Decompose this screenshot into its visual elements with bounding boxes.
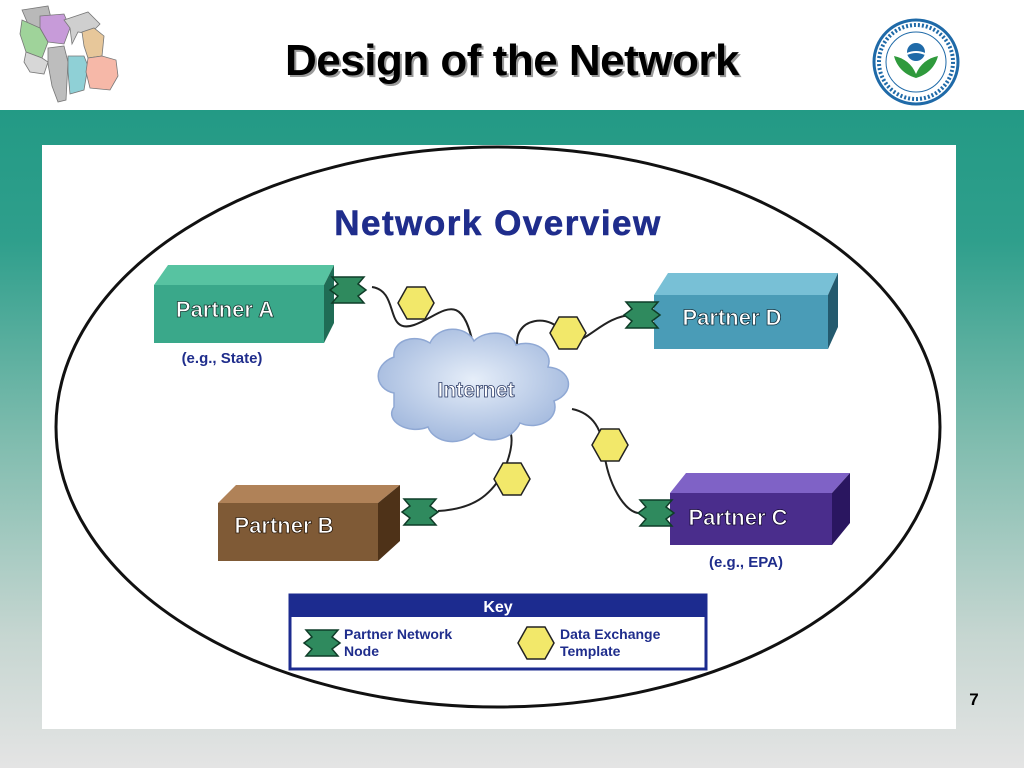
- data-template-c[interactable]: [591, 428, 629, 462]
- network-node-c[interactable]: [636, 499, 676, 527]
- partner-a-box[interactable]: Partner A: [154, 265, 334, 343]
- key-node-label-line2: Node: [344, 643, 379, 659]
- partner-a-label: Partner A: [176, 297, 274, 322]
- slide-title: Design of the Network: [285, 36, 740, 85]
- partner-d-label: Partner D: [682, 305, 781, 330]
- partner-b-label: Partner B: [234, 513, 333, 538]
- network-node-a[interactable]: [328, 276, 368, 304]
- connection-line-a: [371, 286, 475, 350]
- network-node-d[interactable]: [622, 301, 662, 329]
- key-template-label-line2: Template: [560, 643, 621, 659]
- data-template-a[interactable]: [397, 286, 435, 320]
- diagram-panel: Network Overview Partner A (e.g., State)…: [42, 145, 956, 729]
- key-template-icon: [517, 626, 555, 660]
- partner-d-box[interactable]: Partner D: [654, 273, 838, 349]
- key-title: Key: [483, 599, 512, 616]
- key-node-label-line1: Partner Network: [344, 626, 452, 642]
- slide-header: Design of the Network: [0, 0, 1024, 110]
- partner-c-box[interactable]: Partner C: [670, 473, 850, 545]
- internet-cloud[interactable]: Internet: [377, 328, 570, 443]
- network-boundary-ellipse: [54, 145, 942, 709]
- partner-a-note: (e.g., State): [182, 350, 263, 367]
- key-template-label-line1: Data Exchange: [560, 626, 661, 642]
- partner-b-box[interactable]: Partner B: [218, 485, 400, 561]
- network-node-b[interactable]: [400, 498, 440, 526]
- internet-label: Internet: [437, 379, 514, 402]
- data-template-d[interactable]: [549, 316, 587, 350]
- key-node-icon: [302, 629, 342, 657]
- diagram-key: Key Partner Network Node Data Exchange T…: [288, 593, 708, 671]
- data-template-b[interactable]: [493, 462, 531, 496]
- page-number: 7: [969, 690, 979, 709]
- network-overview-diagram: Network Overview Partner A (e.g., State)…: [54, 145, 942, 709]
- epa-seal-icon: [872, 18, 960, 106]
- partner-c-label: Partner C: [688, 505, 787, 530]
- partner-c-note: (e.g., EPA): [709, 554, 783, 571]
- great-lakes-states-map-icon: [19, 5, 119, 103]
- diagram-title: Network Overview: [334, 204, 661, 243]
